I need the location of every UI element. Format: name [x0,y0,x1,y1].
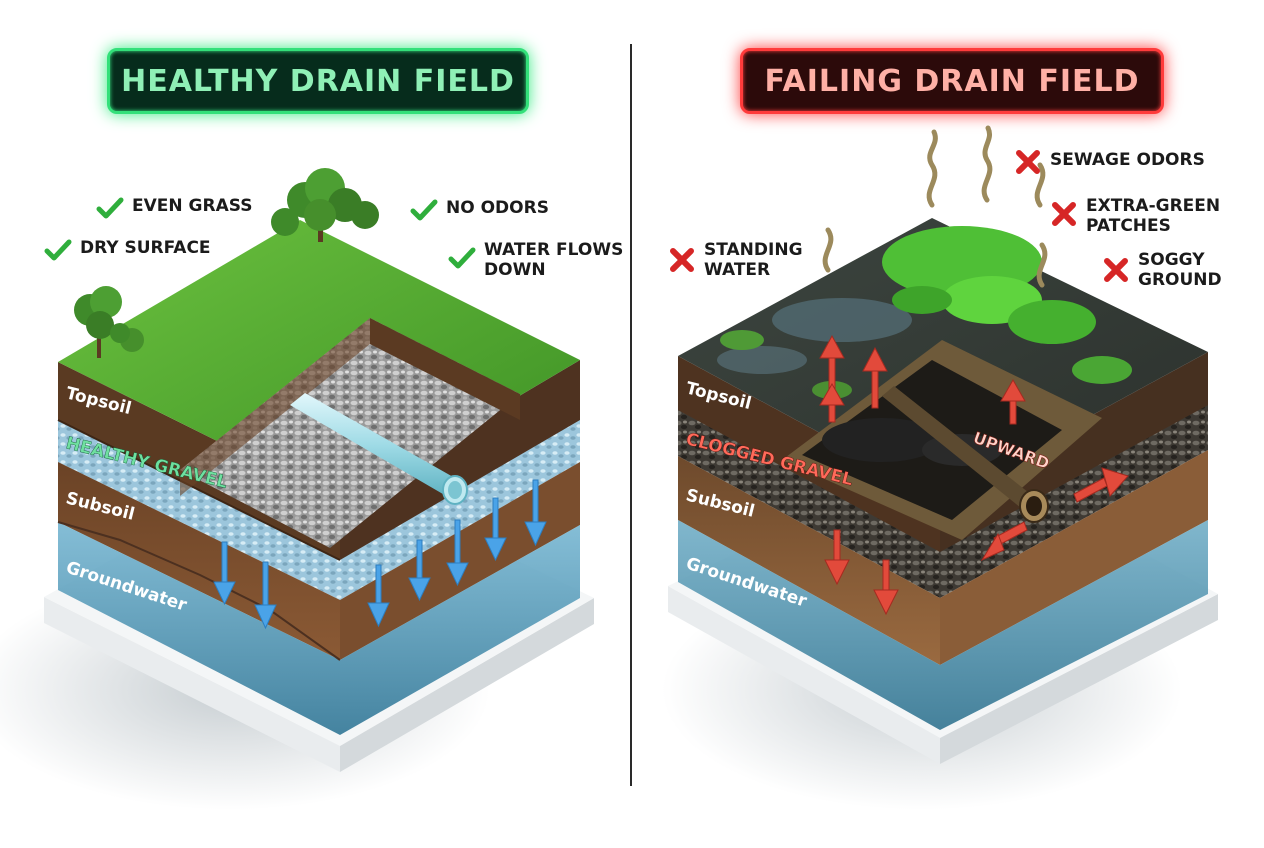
callout-standing-water: STANDING WATER [668,240,803,280]
flow-arrow [254,561,277,630]
standing-water-puddle [772,298,912,342]
callout-even-grass: EVEN GRASS [96,196,252,220]
healthy-title: HEALTHY DRAIN FIELD [107,48,529,114]
flow-arrow [484,497,507,562]
callout-water-flows-down: WATER FLOWS DOWN [448,240,623,280]
drain-pipe [290,393,468,505]
flow-arrow [824,529,850,586]
check-icon [410,199,438,221]
extra-green-patches [720,226,1132,399]
groundwater-face-left [678,520,940,730]
flow-arrow [213,541,236,606]
cross-icon [1104,258,1128,282]
cross-icon [670,248,694,272]
tree-top [271,168,379,242]
panel-divider [630,44,632,786]
healthy-diagram: Topsoil HEALTHY GRAVEL Subsoil Groundwat… [0,168,594,810]
flow-arrow [819,382,845,423]
odor-wisps [822,125,1048,288]
flow-arrow [873,559,899,616]
cross-icon [1016,150,1040,174]
groundwater-face-left [58,522,340,735]
failing-diagram: UPWARD Topsoil CLOGGED GRAVEL Subsoil Gr… [662,125,1218,810]
flow-arrow [1000,378,1026,425]
trench-wall-left [180,318,370,496]
callout-extra-green: EXTRA-GREEN PATCHES [1050,196,1220,236]
base-slab-right [340,598,594,772]
standing-water-puddle [717,346,807,374]
flow-arrow [980,521,1028,562]
callout-soggy-ground: SOGGY GROUND [1102,250,1222,290]
clogged-pipe [882,386,1049,523]
flow-arrows-out [824,467,1129,616]
subsoil-face-right [940,450,1208,665]
flow-arrow [1073,467,1129,503]
callout-sewage-odors: SEWAGE ODORS [1014,150,1205,174]
flow-arrow [446,519,469,587]
flow-arrow [524,479,547,547]
cross-icon [1052,202,1076,226]
gravel-band-left [678,410,940,598]
failing-title: FAILING DRAIN FIELD [740,48,1164,114]
gravel-band-right [940,405,1208,598]
base-slab-right [940,594,1218,764]
callout-dry-surface: DRY SURFACE [44,238,211,262]
subsoil-face-left [678,456,940,665]
gravel-band-left [58,420,340,600]
groundwater-face-right [940,520,1208,730]
check-icon [448,247,476,269]
groundwater-face-right [340,525,580,735]
callout-no-odors: NO ODORS [410,198,549,222]
flow-arrow [367,564,390,628]
base-slab-left [44,597,340,772]
layer-line-1 [57,419,341,561]
healthy-panel: HEALTHY DRAIN FIELD [0,48,623,810]
layer-line-2 [57,521,341,661]
flow-arrow [862,346,888,409]
flow-arrows-up [819,334,1026,425]
failing-panel: FAILING DRAIN FIELD [632,0,1264,848]
gravel-band-right [340,420,580,600]
flow-arrow [408,539,431,602]
flow-arrows-down [213,479,547,630]
check-icon [96,197,124,219]
trench-wall-back [370,318,520,420]
base-slab-left [668,586,940,764]
sludge-blob [822,418,942,462]
tree-left [74,286,144,358]
check-icon [44,239,72,261]
